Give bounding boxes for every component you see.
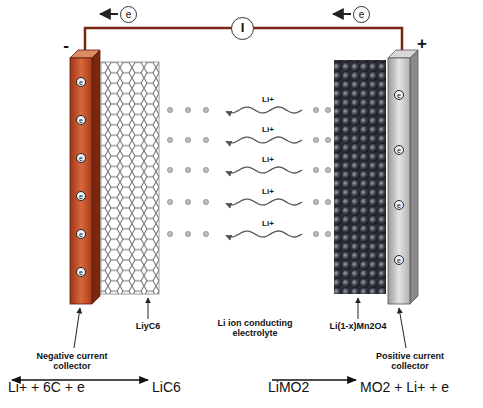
graphite-anode: [101, 62, 159, 294]
electron-flow-arrow: [333, 13, 351, 15]
lithium-ion-dot: [185, 167, 190, 172]
lithium-ion-dot: [185, 231, 190, 236]
lithium-ion-dot: [203, 231, 208, 236]
lithium-ion-dot: [313, 167, 318, 172]
electron-marker: e: [76, 77, 86, 87]
electron-marker: e: [76, 153, 86, 163]
current-meter: I: [231, 17, 254, 40]
lithium-ion-dot: [185, 107, 190, 112]
equation-text: MO2 + Li+ + e: [360, 380, 449, 395]
lithium-ion-dot: [203, 137, 208, 142]
ion-migration-arrow: [226, 107, 302, 113]
lithium-ion-dot: [325, 167, 330, 172]
part-label: LiyC6: [136, 322, 161, 332]
ion-label: Li+: [262, 126, 274, 135]
equation-text: LiMO2: [268, 380, 309, 395]
electron-marker: e: [76, 267, 86, 277]
lithium-ion-dot: [325, 107, 330, 112]
lithium-ion-dot: [185, 137, 190, 142]
electron-marker: e: [76, 229, 86, 239]
lithium-ion-dot: [167, 137, 172, 142]
leader-line: [148, 298, 149, 319]
lithium-manganese-oxide-cathode: [334, 60, 386, 294]
equation-text: Li+ + 6C + e: [8, 380, 85, 395]
lithium-ion-dot: [203, 167, 208, 172]
electron-marker: e: [394, 200, 404, 210]
lithium-ion-dot: [325, 231, 330, 236]
lithium-ion-dot: [167, 107, 172, 112]
part-label: Negative current collector: [31, 352, 113, 372]
ion-migration-arrow: [226, 199, 302, 205]
collector-side: [410, 50, 418, 304]
collector-side: [92, 50, 100, 304]
ion-label: Li+: [262, 220, 274, 229]
symbol-text: e: [126, 9, 132, 20]
lithium-ion-dot: [167, 167, 172, 172]
lithium-ion-flow: [167, 107, 330, 237]
ion-migration-arrow: [226, 231, 302, 237]
polarity-sign: +: [417, 35, 427, 54]
ion-migration-arrow: [226, 137, 302, 143]
polarity-sign: -: [63, 37, 69, 56]
electron-symbol: e: [120, 6, 137, 23]
part-label: Positive current collector: [369, 352, 451, 372]
lithium-ion-dot: [203, 199, 208, 204]
lithium-ion-dot: [313, 199, 318, 204]
lithium-ion-dot: [313, 137, 318, 142]
lithium-ion-dot: [313, 231, 318, 236]
lithium-ion-dot: [203, 107, 208, 112]
electron-marker: e: [76, 115, 86, 125]
equation-text: LiC6: [152, 380, 181, 395]
positive-current-collector: [388, 58, 410, 304]
electron-marker: e: [394, 255, 404, 265]
ion-label: Li+: [262, 188, 274, 197]
leader-line: [399, 308, 406, 348]
electron-flow-arrow: [100, 13, 118, 15]
symbol-text: e: [359, 9, 365, 20]
lithium-ion-dot: [325, 199, 330, 204]
electron-marker: e: [394, 90, 404, 100]
ion-migration-arrow: [226, 167, 302, 173]
electron-marker: e: [394, 145, 404, 155]
lithium-ion-dot: [313, 107, 318, 112]
symbol-text: I: [241, 21, 245, 35]
ion-label: Li+: [262, 96, 274, 105]
lithium-ion-dot: [185, 199, 190, 204]
leader-line: [74, 308, 80, 348]
negative-current-collector: [70, 58, 92, 304]
lithium-ion-dot: [167, 199, 172, 204]
lithium-ion-dot: [325, 137, 330, 142]
ion-label: Li+: [262, 156, 274, 165]
electron-symbol: e: [353, 6, 370, 23]
leader-line: [358, 298, 359, 319]
part-label: Li(1-x)Mn2O4: [329, 322, 386, 332]
lithium-ion-dot: [167, 231, 172, 236]
electron-marker: e: [76, 191, 86, 201]
part-label: Li ion conducting electrolyte: [209, 319, 301, 339]
